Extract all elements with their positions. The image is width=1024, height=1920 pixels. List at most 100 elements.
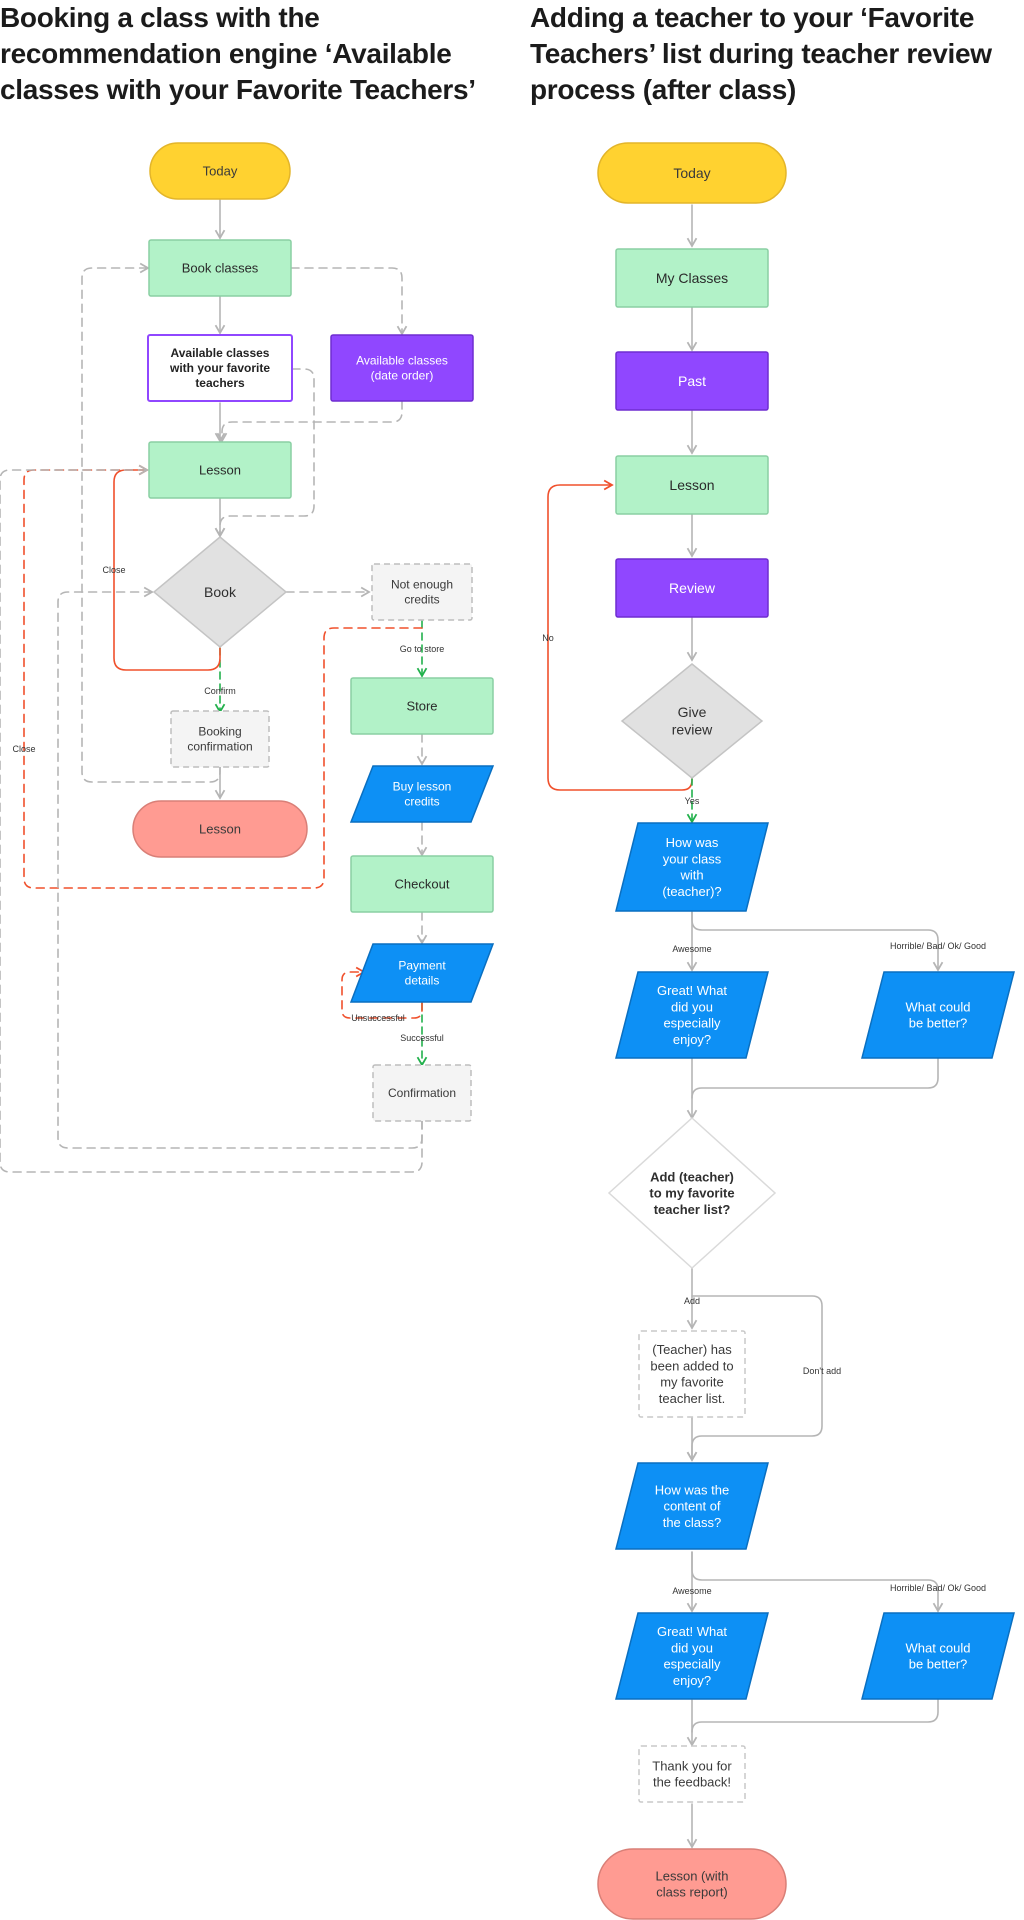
edge-r-no-loop	[547, 479, 693, 791]
edge-availfav-book	[214, 368, 315, 538]
label-ratings-1: Horrible/ Bad/ Ok/ Good	[890, 941, 986, 951]
label-unsuccessful: Unsuccessful	[351, 1013, 405, 1023]
node-book-decision-shape	[152, 536, 288, 648]
node-lesson-left-shape	[148, 441, 292, 499]
label-awesome-1: Awesome	[672, 944, 711, 954]
edge-close-inner	[113, 464, 221, 671]
node-store-label: Store	[406, 699, 437, 714]
node-book-classes: Book classes	[148, 239, 292, 297]
node-not-enough-credits-shape	[371, 563, 473, 621]
edge-r-dontadd	[686, 1295, 823, 1462]
node-available-date-shape	[330, 334, 474, 402]
right-flow-title: Adding a teacher to your ‘Favorite Teach…	[530, 2, 992, 105]
node-lesson-right-shape	[615, 455, 769, 515]
node-teacher-added-shape	[638, 1330, 746, 1418]
label-awesome-2: Awesome	[672, 1586, 711, 1596]
node-review: Review	[615, 558, 769, 618]
node-book-decision: Book	[152, 536, 288, 648]
node-lesson-left: Lesson	[148, 441, 292, 499]
node-lesson-right: Lesson	[615, 455, 769, 515]
label-go-to-store: Go to store	[400, 644, 445, 654]
edge-close-outer	[23, 469, 423, 889]
node-better-2-shape	[861, 1612, 1015, 1700]
edge-r-content-better2	[691, 1551, 944, 1613]
node-available-date: Available classes(date order)	[330, 334, 474, 402]
node-buy-lesson-credits-shape	[349, 765, 495, 823]
node-confirmation: Confirmation	[372, 1064, 472, 1122]
node-payment-details-shape	[349, 943, 495, 1003]
node-give-review-shape	[620, 663, 764, 779]
node-today-left: Today	[149, 142, 291, 200]
node-checkout-label: Checkout	[395, 877, 450, 892]
edge-r-howclass-better1	[691, 911, 944, 972]
node-book-classes-shape	[148, 239, 292, 297]
node-store: Store	[350, 677, 494, 735]
node-book-classes-label: Book classes	[182, 261, 259, 276]
node-lesson-end-left-label: Lesson	[199, 822, 241, 837]
node-my-classes-shape	[615, 248, 769, 308]
label-successful: Successful	[400, 1033, 444, 1043]
node-lesson-end-left-shape	[132, 800, 308, 858]
node-how-was-class-shape	[615, 822, 769, 912]
label-confirm: Confirm	[204, 686, 236, 696]
node-past-shape	[615, 351, 769, 411]
edge-r-better2-thanks	[691, 1699, 939, 1733]
node-review-shape	[615, 558, 769, 618]
edge-confirmation-lesson	[0, 464, 423, 1173]
node-confirmation-label: Confirmation	[388, 1086, 456, 1100]
node-lesson-end-left: Lesson	[132, 800, 308, 858]
node-past: Past	[615, 351, 769, 411]
node-lesson-left-label: Lesson	[199, 463, 241, 478]
node-how-was-content-shape	[615, 1462, 769, 1550]
node-great-2-shape	[615, 1612, 769, 1700]
node-add-teacher-shape	[607, 1116, 777, 1270]
node-confirmation-shape	[372, 1064, 472, 1122]
node-today-left-label: Today	[203, 164, 238, 179]
node-better-1-shape	[861, 971, 1015, 1059]
node-lesson-report-shape	[597, 1848, 787, 1920]
node-book-decision-label: Book	[204, 584, 237, 600]
node-review-label: Review	[669, 580, 716, 596]
node-checkout: Checkout	[350, 855, 494, 913]
label-no: No	[542, 633, 554, 643]
edge-payment-retry	[341, 966, 423, 1019]
node-available-date-label: Available classes(date order)	[356, 354, 448, 383]
node-today-right-label: Today	[673, 165, 710, 181]
label-close-outer: Close	[12, 744, 35, 754]
edge-bookclasses-availdate	[290, 267, 408, 336]
edge-bookclasses-loop	[81, 262, 221, 783]
node-checkout-shape	[350, 855, 494, 913]
label-add: Add	[684, 1296, 700, 1306]
label-close-inner: Close	[102, 565, 125, 575]
